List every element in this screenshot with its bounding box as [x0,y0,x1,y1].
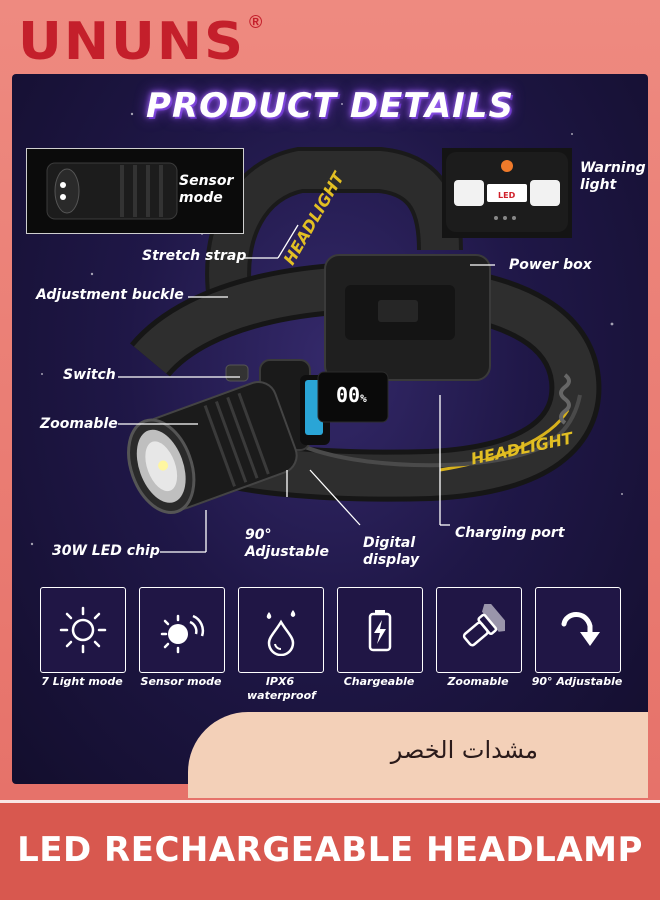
zoom-flashlight-icon [462,604,505,647]
footer-title: LED RECHARGEABLE HEADLAMP [17,830,643,870]
label-warning-light: Warning light [580,160,646,193]
feature-label-waterproof: IPX6 waterproof [247,675,316,702]
feature-label-adjustable: 90° Adjustable [531,675,623,688]
arabic-title: مشدات الخصر [390,736,538,764]
label-sensor-mode: Sensor mode [179,173,234,206]
label-charging-port: Charging port [455,525,565,541]
label-switch: Switch [63,367,116,383]
display-readout: 00% [336,385,367,407]
feature-label-sensor-mode: Sensor mode [140,675,222,688]
footer-divider [0,800,660,803]
sun-icon [59,606,107,654]
feature-waterproof [238,587,324,673]
display-value: 00 [336,383,361,407]
registered-mark: ® [248,12,263,32]
water-drop-icon [266,610,296,656]
box-print-led: LED [498,191,516,200]
label-stretch-strap: Stretch strap [142,248,247,264]
feature-light-mode [40,587,126,673]
sensor-closeup-image [27,149,243,233]
headline: PRODUCT DETAILS [146,86,514,126]
footer-band [0,800,660,900]
display-unit: % [360,392,367,405]
label-power-box: Power box [509,257,592,273]
label-90-adjustable: 90° Adjustable [245,527,329,560]
feature-chargeable [337,587,423,673]
battery-icon [368,610,392,652]
brand-name: UNUNS [18,11,245,72]
brand-logo: UNUNS ® [18,10,262,74]
label-adjustment-buckle: Adjustment buckle [36,287,184,303]
sensor-icon [160,614,205,654]
feature-sensor-mode [139,587,225,673]
feature-zoomable [436,587,522,673]
label-led-chip: 30W LED chip [52,543,160,559]
warning-light-inset: LED [442,148,572,238]
sensor-inset: Sensor mode [26,148,244,234]
feature-label-zoomable: Zoomable [447,675,509,688]
feature-label-light-mode: 7 Light mode [41,675,123,688]
label-digital-display: Digital display [363,535,420,568]
feature-label-chargeable: Chargeable [343,675,415,688]
warning-light-image [446,152,568,232]
rotate-arrow-icon [561,612,600,646]
label-zoomable: Zoomable [40,416,118,432]
feature-adjustable [535,587,621,673]
arabic-title-box: مشدات الخصر [188,712,648,798]
